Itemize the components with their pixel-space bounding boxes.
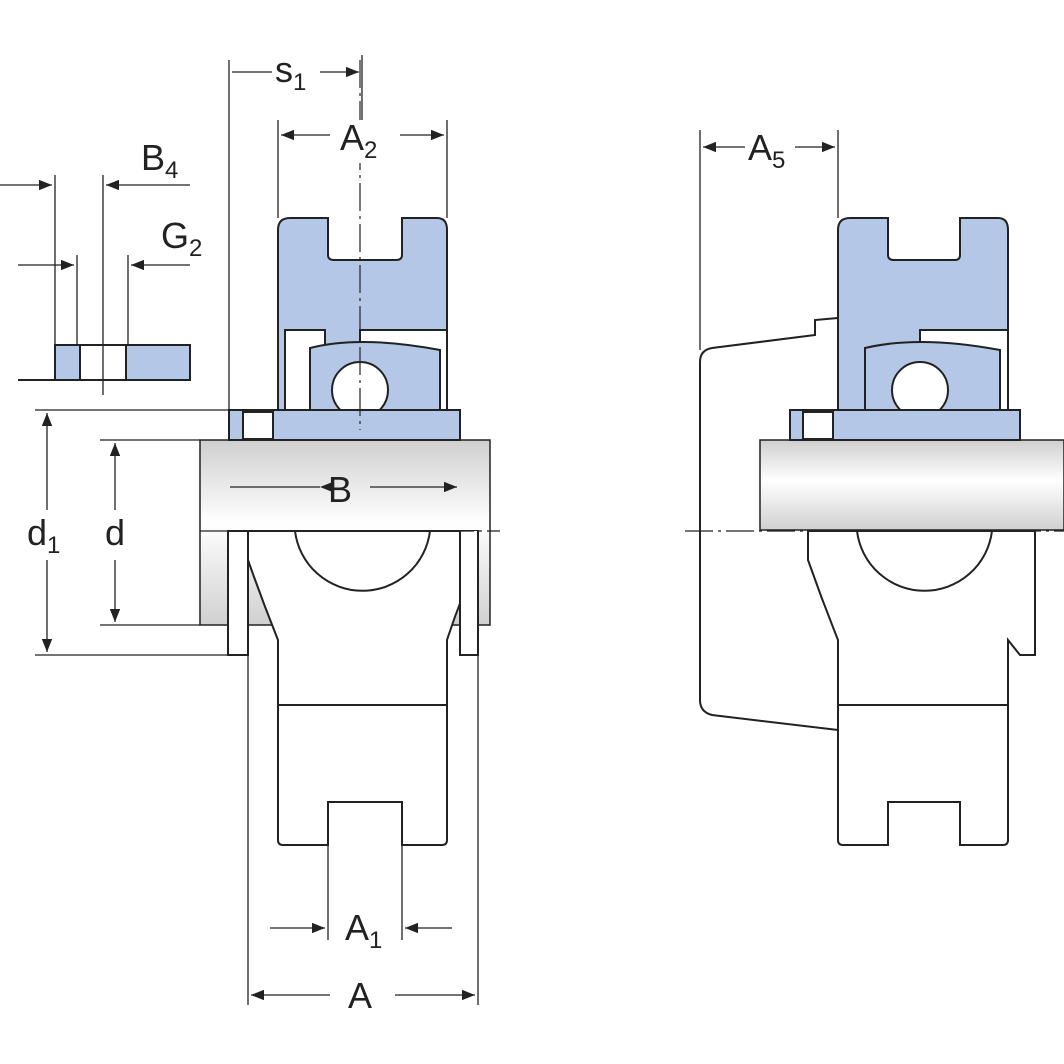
right-view xyxy=(685,130,1064,846)
lower-housing xyxy=(227,530,249,656)
set-screw xyxy=(242,411,274,440)
dim-label-G2: G2 xyxy=(158,218,206,261)
dim-label-A1: A1 xyxy=(342,910,386,953)
pedestal xyxy=(277,704,448,846)
dim-label-d1: d1 xyxy=(24,515,64,558)
left-view xyxy=(0,55,500,1005)
dim-label-A: A xyxy=(345,978,376,1021)
pedestal xyxy=(837,704,1009,846)
shaft xyxy=(759,439,1064,531)
dim-label-B4: B4 xyxy=(138,140,182,183)
dim-label-A5: A5 xyxy=(745,130,789,173)
dim-label-s1: s1 xyxy=(272,52,310,95)
dim-label-B: B xyxy=(328,469,353,510)
dim-label-A2: A2 xyxy=(337,120,381,163)
dim-label-d: d xyxy=(102,515,129,558)
